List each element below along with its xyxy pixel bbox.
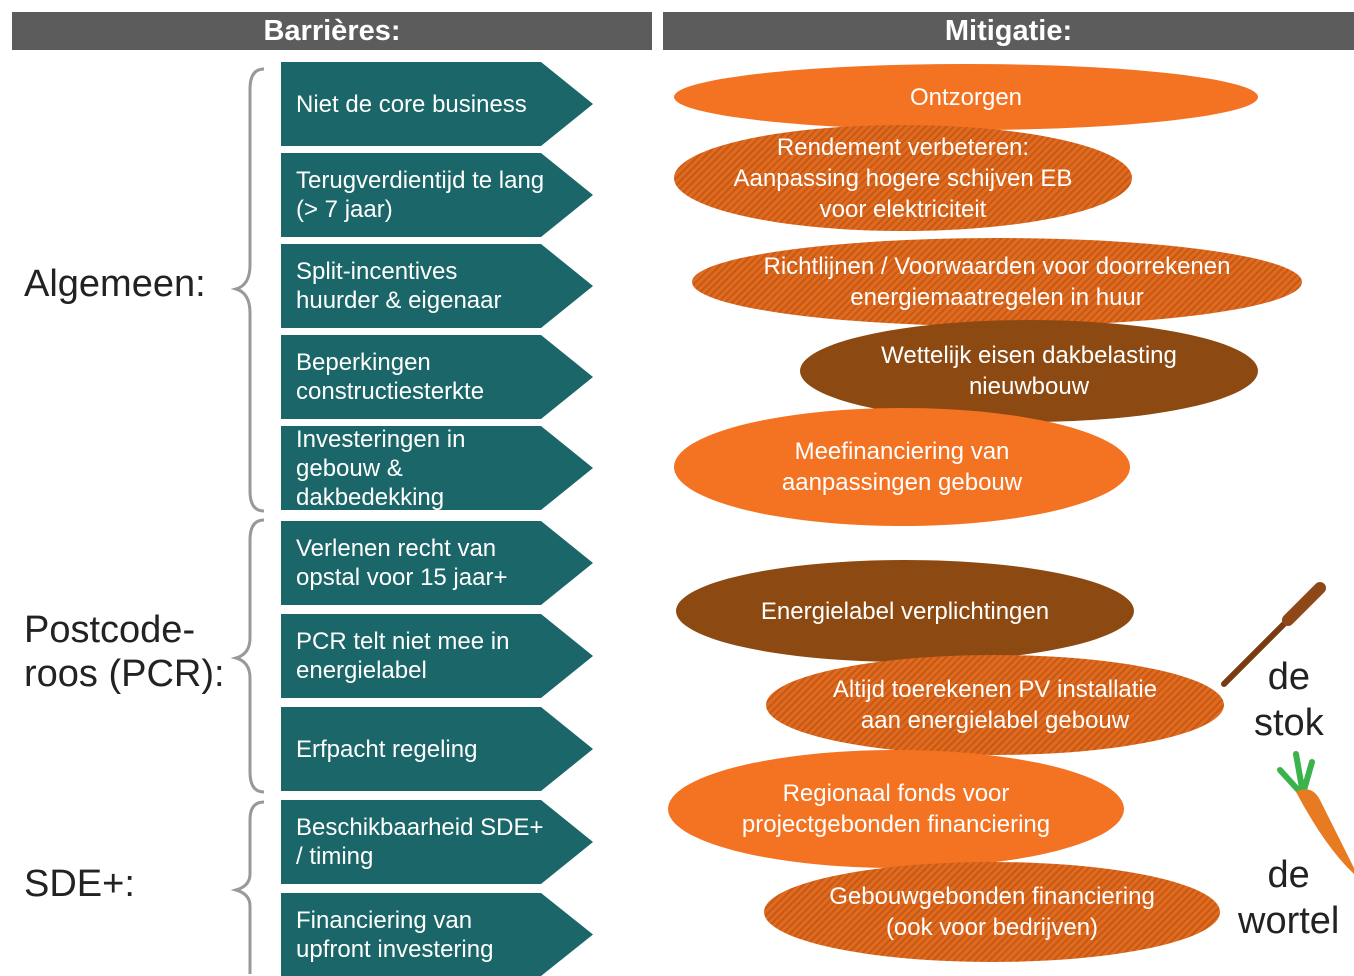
barrier-label: Verlenen recht van opstal voor 15 jaar+ <box>296 535 508 591</box>
group-label-algemeen: Algemeen: <box>24 263 206 305</box>
mitigation-line: Richtlijnen / Voorwaarden voor doorreken… <box>763 253 1231 280</box>
brace-algemeen <box>230 67 265 513</box>
stick-label: de stok <box>1254 654 1324 746</box>
mitigation-ellipse-2: Rendement verbeteren: Aanpassing hogere … <box>674 125 1132 231</box>
group-label-pcr-line1: Postcode- <box>24 609 196 651</box>
mitigation-ellipse-3: Richtlijnen / Voorwaarden voor doorreken… <box>692 238 1302 326</box>
mitigation-line: projectgebonden financiering <box>741 811 1051 838</box>
barriers-header: Barrières: <box>12 12 652 50</box>
barrier-arrow-9: Beschikbaarheid SDE+ / timing <box>281 800 593 884</box>
barrier-arrow-4: Beperkingen constructiesterkte <box>281 335 593 419</box>
mitigation-ellipse-7: Altijd toerekenen PV installatie aan ene… <box>766 655 1224 755</box>
mitigation-line: Meefinanciering van <box>794 438 1010 465</box>
carrot-label-line1: de <box>1267 854 1310 896</box>
carrot-label-line2: wortel <box>1238 900 1340 942</box>
group-label-sde: SDE+: <box>24 863 135 905</box>
mitigation-line: nieuwbouw <box>968 373 1090 400</box>
group-label-pcr: Postcode- roos (PCR): <box>24 608 225 696</box>
barrier-label: Split-incentives huurder & eigenaar <box>296 258 502 314</box>
mitigation-line: Regionaal fonds voor <box>782 780 1010 807</box>
mitigation-ellipse-4: Wettelijk eisen dakbelasting nieuwbouw <box>800 320 1258 422</box>
group-label-pcr-line2: roos (PCR): <box>24 653 225 695</box>
mitigation-line: Ontzorgen <box>909 83 1023 111</box>
mitigation-line: Gebouwgebonden financiering <box>829 883 1155 910</box>
barrier-label: Financiering van upfront investering <box>296 906 494 963</box>
mitigation-line: Altijd toerekenen PV installatie <box>832 676 1158 703</box>
mitigation-line: Aanpassing hogere schijven EB <box>733 164 1073 192</box>
mitigation-line: energiemaatregelen in huur <box>850 284 1144 311</box>
barrier-label: Niet de core business <box>296 90 527 118</box>
stick-icon <box>1221 582 1326 687</box>
mitigation-header: Mitigatie: <box>663 12 1354 50</box>
mitigation-line: aan energielabel gebouw <box>860 707 1130 734</box>
stick-label-line1: de <box>1267 656 1310 698</box>
barrier-arrow-2: Terugverdientijd te lang (> 7 jaar) <box>281 153 593 237</box>
mitigation-line: voor elektriciteit <box>819 195 987 223</box>
mitigation-line: Rendement verbeteren: <box>776 133 1030 161</box>
barrier-arrow-1: Niet de core business <box>281 62 593 146</box>
barrier-arrow-8: Erfpacht regeling <box>281 707 593 791</box>
barrier-label: PCR telt niet mee in energielabel <box>296 628 510 684</box>
barrier-label: Investeringen in gebouw & dakbedekking <box>296 425 466 511</box>
mitigation-ellipse-9: Gebouwgebonden financiering (ook voor be… <box>764 862 1220 962</box>
barrier-label: Terugverdientijd te lang (> 7 jaar) <box>296 167 545 223</box>
mitigation-line: aanpassingen gebouw <box>781 469 1023 496</box>
barrier-label: Beperkingen constructiesterkte <box>296 349 485 405</box>
barrier-arrow-10: Financiering van upfront investering <box>281 893 593 976</box>
barrier-label: Erfpacht regeling <box>296 735 478 763</box>
mitigation-ellipse-5: Meefinanciering van aanpassingen gebouw <box>674 408 1130 526</box>
barrier-arrow-3: Split-incentives huurder & eigenaar <box>281 244 593 328</box>
brace-pcr <box>230 518 265 794</box>
barrier-arrow-7: PCR telt niet mee in energielabel <box>281 614 593 698</box>
mitigation-line: (ook voor bedrijven) <box>885 914 1099 941</box>
barrier-label: Beschikbaarheid SDE+ / timing <box>296 814 544 870</box>
mitigation-line: Wettelijk eisen dakbelasting <box>881 342 1177 369</box>
mitigation-ellipse-6: Energielabel verplichtingen <box>676 560 1134 662</box>
mitigation-line: Energielabel verplichtingen <box>760 597 1050 625</box>
barrier-arrow-5: Investeringen in gebouw & dakbedekking <box>281 426 593 510</box>
brace-sde <box>230 800 265 974</box>
barrier-arrow-6: Verlenen recht van opstal voor 15 jaar+ <box>281 521 593 605</box>
stick-label-line2: stok <box>1254 702 1324 744</box>
mitigation-ellipse-1: Ontzorgen <box>674 64 1258 130</box>
carrot-label: de wortel <box>1238 852 1339 944</box>
carrot-icon <box>1277 751 1354 874</box>
mitigation-ellipse-8: Regionaal fonds voor projectgebonden fin… <box>668 750 1124 868</box>
